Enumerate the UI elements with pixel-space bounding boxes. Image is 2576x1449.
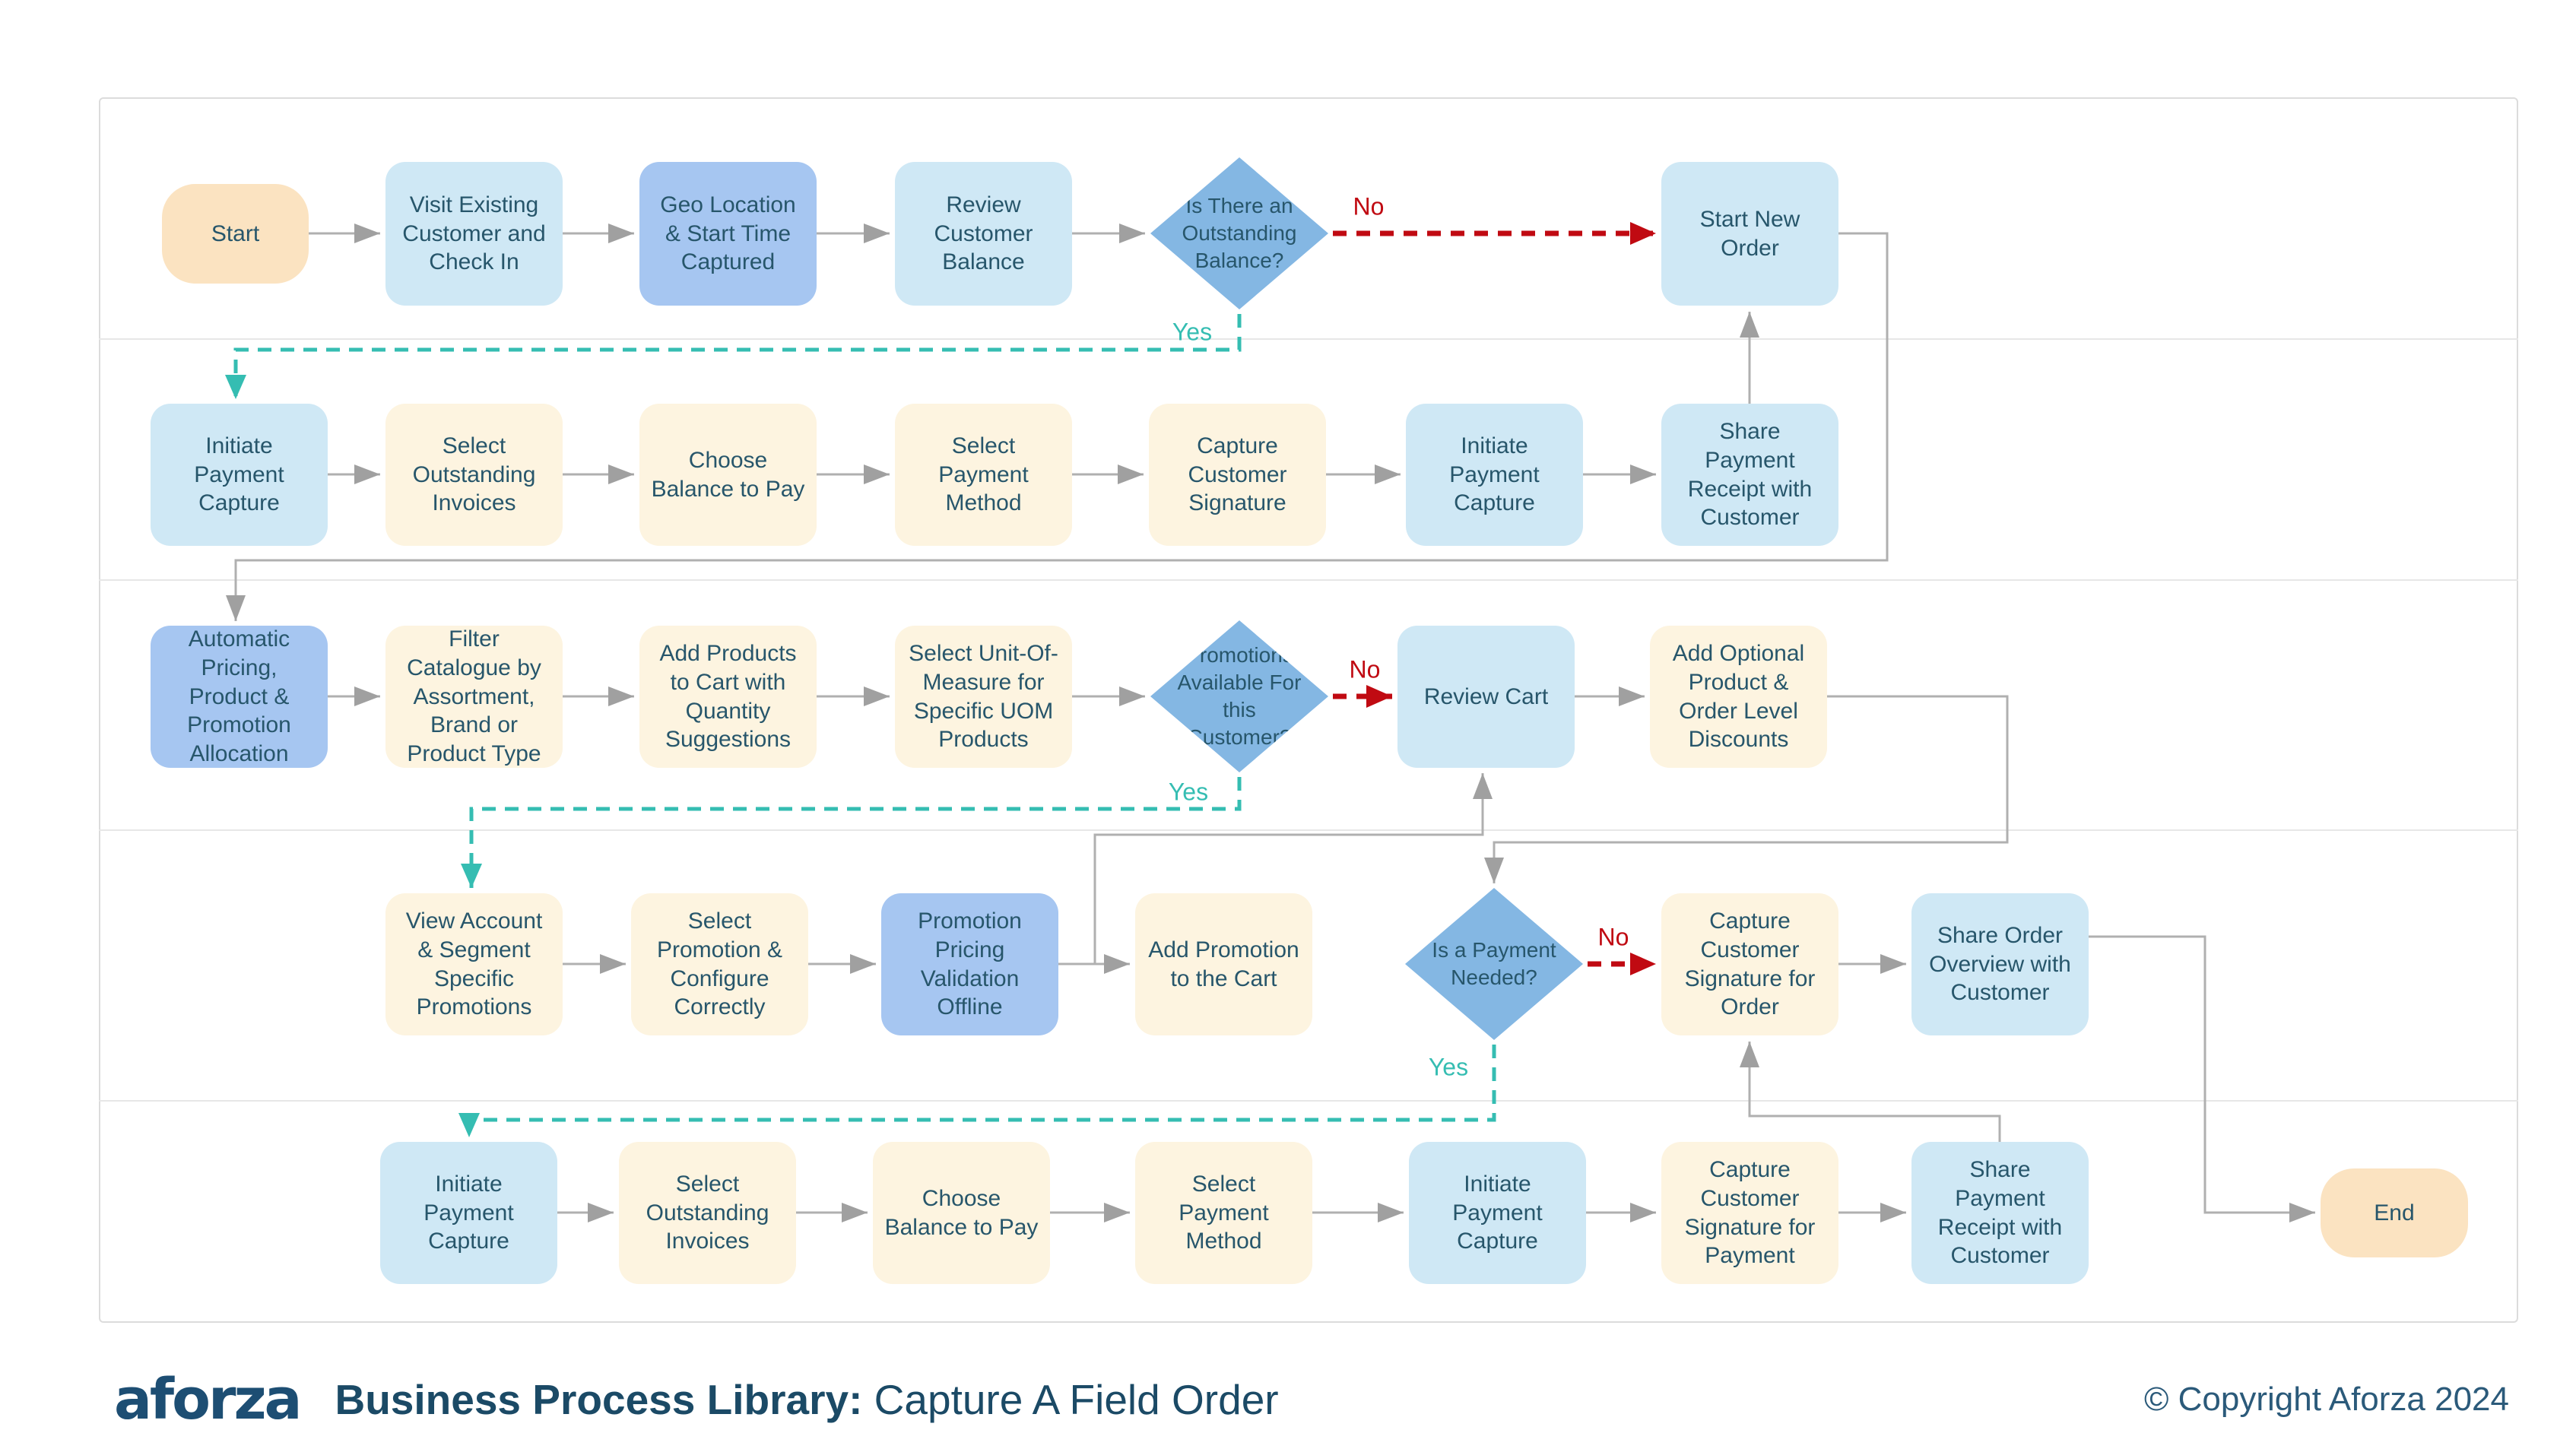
node-label: Select Outstanding Invoices <box>412 433 536 516</box>
flow-node-select-invoices-2: Select Outstanding Invoices <box>619 1142 796 1284</box>
node-label: Select Payment Method <box>1179 1171 1269 1254</box>
flow-node-choose-balance-1: Choose Balance to Pay <box>639 404 817 546</box>
node-label: Share Order Overview with Customer <box>1929 922 2071 1006</box>
page-title-prefix: Business Process Library: <box>335 1376 863 1423</box>
section-divider <box>99 338 2518 340</box>
node-label: Share Payment Receipt with Customer <box>1687 418 1813 531</box>
node-label: Filter Catalogue by Assortment, Brand or… <box>407 626 541 767</box>
node-label: Choose Balance to Pay <box>651 447 805 502</box>
node-label: Promotion Pricing Validation Offline <box>918 908 1022 1020</box>
flow-node-select-method-1: Select Payment Method <box>895 404 1072 546</box>
flow-node-add-promotion: Add Promotion to the Cart <box>1135 893 1312 1035</box>
node-label: Select Promotion & Configure Correctly <box>656 908 783 1020</box>
page-title-suffix: Capture A Field Order <box>862 1376 1279 1423</box>
node-label: Review Customer Balance <box>934 192 1033 275</box>
flow-node-select-invoices-1: Select Outstanding Invoices <box>385 404 563 546</box>
flow-node-add-products: Add Products to Cart with Quantity Sugge… <box>639 626 817 768</box>
flow-node-select-promotion: Select Promotion & Configure Correctly <box>631 893 808 1035</box>
node-label: Capture Customer Signature for Payment <box>1684 1156 1816 1269</box>
node-label: Start New Order <box>1699 206 1800 261</box>
node-label: Choose Balance to Pay <box>884 1185 1039 1240</box>
flow-node-visit-customer: Visit Existing Customer and Check In <box>385 162 563 306</box>
node-label: Review Cart <box>1423 683 1549 709</box>
flow-node-start-new-order: Start New Order <box>1661 162 1838 306</box>
node-label: Promotions Available For this Customer? <box>1177 643 1302 749</box>
node-label: Initiate Payment Capture <box>194 433 284 516</box>
node-label: Start <box>211 220 260 246</box>
node-label: Add Optional Product & Order Level Disco… <box>1672 640 1805 753</box>
node-label: Add Products to Cart with Quantity Sugge… <box>659 640 797 753</box>
flow-node-capture-sig-1: Capture Customer Signature <box>1149 404 1326 546</box>
flow-node-share-overview: Share Order Overview with Customer <box>1911 893 2089 1035</box>
flow-node-review-balance: Review Customer Balance <box>895 162 1072 306</box>
node-label: Select Unit-Of-Measure for Specific UOM … <box>909 640 1058 753</box>
yes-branch-label: Yes <box>1168 778 1209 806</box>
footer: aforza Business Process Library: Capture… <box>114 1365 2509 1434</box>
node-label: Is There an Outstanding Balance? <box>1182 194 1297 272</box>
node-label: Select Outstanding Invoices <box>646 1171 769 1254</box>
flow-node-geo-location: Geo Location & Start Time Captured <box>639 162 817 306</box>
node-label: Capture Customer Signature for Order <box>1684 908 1816 1020</box>
node-label: Select Payment Method <box>938 433 1029 516</box>
node-label: Share Payment Receipt with Customer <box>1937 1156 2063 1269</box>
flow-node-review-cart: Review Cart <box>1397 626 1575 768</box>
flow-node-select-uom: Select Unit-Of-Measure for Specific UOM … <box>895 626 1072 768</box>
node-label: Add Promotion to the Cart <box>1148 937 1299 991</box>
flow-node-filter-catalogue: Filter Catalogue by Assortment, Brand or… <box>385 626 563 768</box>
node-label: Visit Existing Customer and Check In <box>402 192 546 275</box>
yes-branch-label: Yes <box>1428 1053 1469 1081</box>
node-label: View Account & Segment Specific Promotio… <box>405 908 543 1020</box>
page-title: Business Process Library: Capture A Fiel… <box>335 1375 1278 1424</box>
flow-node-view-promotions: View Account & Segment Specific Promotio… <box>385 893 563 1035</box>
flow-node-end: End <box>2321 1168 2468 1257</box>
flow-node-add-discounts: Add Optional Product & Order Level Disco… <box>1650 626 1827 768</box>
node-label: Capture Customer Signature <box>1188 433 1287 516</box>
copyright-text: © Copyright Aforza 2024 <box>2143 1381 2509 1418</box>
no-branch-label: No <box>1597 923 1629 951</box>
aforza-logo: aforza <box>114 1367 302 1432</box>
flow-node-share-receipt-1: Share Payment Receipt with Customer <box>1661 404 1838 546</box>
node-label: Is a Payment Needed? <box>1432 938 1556 989</box>
section-divider <box>99 829 2518 831</box>
yes-branch-label: Yes <box>1172 318 1213 346</box>
flow-node-initiate-pc-3: Initiate Payment Capture <box>380 1142 557 1284</box>
flow-node-share-receipt-2: Share Payment Receipt with Customer <box>1911 1142 2089 1284</box>
no-branch-label: No <box>1349 655 1381 683</box>
node-label: Initiate Payment Capture <box>1452 1171 1543 1254</box>
no-branch-label: No <box>1353 192 1385 220</box>
flow-node-start: Start <box>162 184 309 284</box>
flow-node-promo-validation: Promotion Pricing Validation Offline <box>881 893 1058 1035</box>
node-label: Initiate Payment Capture <box>1449 433 1540 516</box>
node-label: Initiate Payment Capture <box>424 1171 514 1254</box>
flow-node-initiate-pc-1: Initiate Payment Capture <box>151 404 328 546</box>
flow-node-auto-pricing: Automatic Pricing, Product & Promotion A… <box>151 626 328 768</box>
flow-node-select-method-2: Select Payment Method <box>1135 1142 1312 1284</box>
node-label: End <box>2374 1200 2415 1225</box>
flow-node-capture-sig-order: Capture Customer Signature for Order <box>1661 893 1838 1035</box>
section-divider <box>99 579 2518 581</box>
node-label: Automatic Pricing, Product & Promotion A… <box>187 626 291 767</box>
section-divider <box>99 1100 2518 1102</box>
flow-node-initiate-pc-4: Initiate Payment Capture <box>1409 1142 1586 1284</box>
flow-node-choose-balance-2: Choose Balance to Pay <box>873 1142 1050 1284</box>
flow-node-capture-sig-pay: Capture Customer Signature for Payment <box>1661 1142 1838 1284</box>
node-label: Geo Location & Start Time Captured <box>660 192 796 275</box>
flow-node-initiate-pc-2: Initiate Payment Capture <box>1406 404 1583 546</box>
